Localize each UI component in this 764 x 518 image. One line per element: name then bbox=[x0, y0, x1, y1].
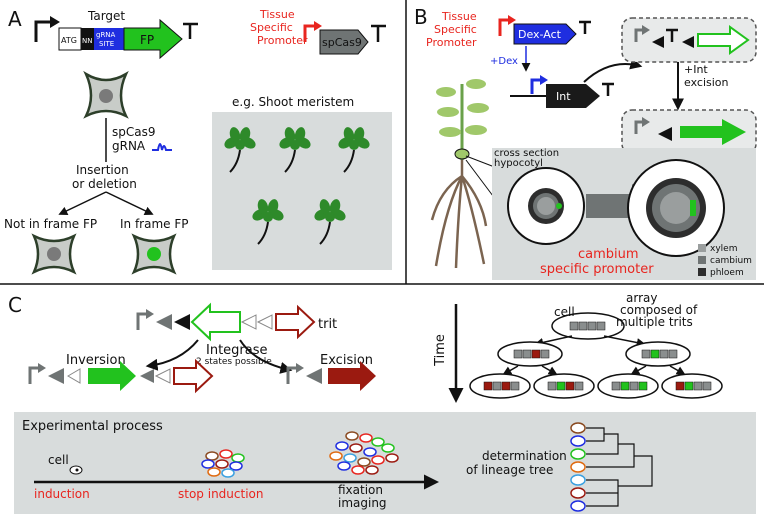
time-label: Time bbox=[433, 334, 448, 367]
nn-label: NN bbox=[82, 37, 92, 45]
exp-title: Experimental process bbox=[22, 419, 163, 434]
cell-not-in-frame bbox=[31, 233, 77, 275]
outcome-2: or deletion bbox=[72, 177, 137, 191]
fp-label: FP bbox=[140, 33, 154, 47]
dex-act-construct: Dex-Act bbox=[498, 15, 591, 45]
legend-phloem: phloem bbox=[710, 268, 744, 278]
b-tsp-1: Tissue bbox=[441, 10, 477, 23]
in-frame: In frame FP bbox=[120, 217, 189, 231]
panel-c-label: C bbox=[8, 293, 22, 317]
inversion-label: Inversion bbox=[66, 353, 126, 368]
cas9-construct: Tissue Specific Promoter spCas9 bbox=[250, 8, 386, 55]
dex-act-label: Dex-Act bbox=[518, 28, 562, 41]
excision-construct bbox=[286, 361, 376, 391]
trit-construct: trit bbox=[136, 302, 337, 342]
plant bbox=[430, 79, 489, 269]
grna-icon bbox=[152, 143, 172, 151]
panel-a-label: A bbox=[8, 7, 22, 31]
array-2: composed of bbox=[620, 303, 698, 317]
cas9-label: spCas9 bbox=[322, 36, 362, 49]
fixation-1: fixation bbox=[338, 483, 383, 497]
panel-b-label: B bbox=[414, 5, 428, 29]
b-tsp-2: Specific bbox=[434, 23, 477, 36]
atg-label: ATG bbox=[61, 36, 77, 45]
cell2-label: cell bbox=[48, 453, 69, 467]
lineage-2: of lineage tree bbox=[466, 463, 553, 477]
excision-before bbox=[621, 17, 757, 63]
a-tsp-1: Tissue bbox=[259, 8, 295, 21]
inversion-construct bbox=[28, 358, 214, 394]
reagent-cas9: spCas9 bbox=[112, 125, 156, 139]
cell-cluster-large bbox=[329, 431, 399, 475]
lineage-tree bbox=[570, 422, 653, 512]
cell-label: cell bbox=[554, 305, 575, 319]
cross-1: cross section bbox=[494, 148, 559, 159]
not-in-frame: Not in frame FP bbox=[4, 217, 97, 231]
states-label: 2 states possible bbox=[196, 357, 272, 367]
fixation-2: imaging bbox=[338, 496, 387, 510]
target-label: Target bbox=[87, 9, 125, 23]
integrase-label: Integrase bbox=[206, 343, 268, 358]
lineage-cells: cell array composed of multiple trits bbox=[469, 291, 723, 399]
shoot-meristem: e.g. Shoot meristem bbox=[212, 95, 392, 270]
b-tsp-3: Promoter bbox=[426, 36, 477, 49]
cambium-1: cambium bbox=[578, 247, 639, 262]
trit-label: trit bbox=[318, 317, 337, 332]
a-tsp-2: Specific bbox=[250, 21, 293, 34]
excision-1: +Int bbox=[684, 63, 708, 76]
grna-label-1: gRNA bbox=[96, 31, 116, 39]
experimental-process: Experimental process cell induction stop… bbox=[14, 412, 756, 514]
cambium-2: specific promoter bbox=[540, 262, 654, 277]
int-label: Int bbox=[556, 90, 571, 103]
reagent-grna: gRNA bbox=[112, 139, 146, 153]
induction-label: induction bbox=[34, 487, 90, 501]
target-construct: Target ATG NN gRNA SITE FP bbox=[34, 9, 198, 60]
cell-cluster-small bbox=[201, 449, 245, 478]
excision-after bbox=[621, 109, 757, 155]
excision-c-label: Excision bbox=[320, 353, 373, 368]
outcome-1: Insertion bbox=[76, 163, 129, 177]
int-construct: Int bbox=[510, 75, 614, 108]
excision-2: excision bbox=[684, 76, 729, 89]
cross-2: hypocotyl bbox=[494, 158, 543, 169]
cross-section-box: cross section hypocotyl cambium specific… bbox=[492, 148, 756, 280]
array-1: array bbox=[626, 291, 657, 305]
a-tsp-3: Promoter bbox=[257, 34, 308, 47]
cell-in-frame bbox=[131, 233, 177, 275]
legend-xylem: xylem bbox=[710, 244, 737, 254]
array-3: multiple trits bbox=[616, 315, 693, 329]
legend-cambium: cambium bbox=[710, 256, 752, 266]
grna-label-2: SITE bbox=[99, 40, 114, 48]
dex-label: +Dex bbox=[490, 56, 518, 67]
meristem-label: e.g. Shoot meristem bbox=[232, 95, 354, 109]
stop-label: stop induction bbox=[178, 487, 263, 501]
lineage-1: determination bbox=[482, 449, 567, 463]
cell-top bbox=[83, 70, 129, 119]
